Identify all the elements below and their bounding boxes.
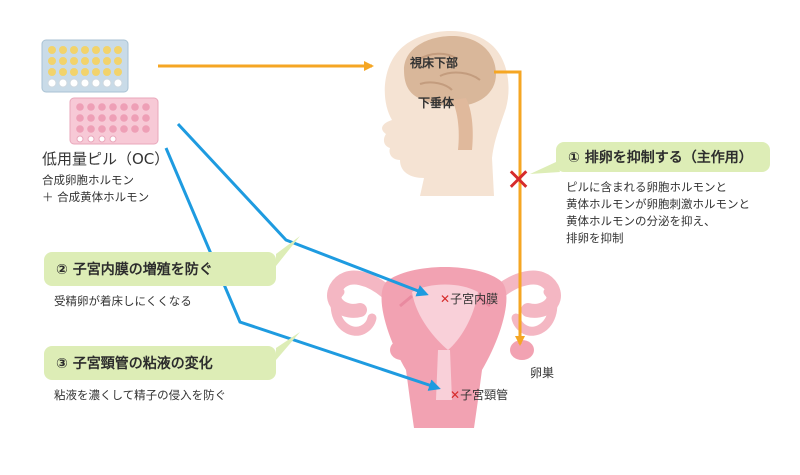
label-cervix: ✕子宮頸管 xyxy=(450,388,508,403)
callout-ovulation-desc-1: ピルに含まれる卵胞ホルモンと xyxy=(566,180,727,194)
label-endometrium-text: 子宮内膜 xyxy=(450,292,499,306)
pill-line-2: ＋ 合成黄体ホルモン xyxy=(42,190,150,204)
pill-line-1: 合成卵胞ホルモン xyxy=(42,173,134,187)
x-icon-cervix: ✕ xyxy=(450,388,461,402)
label-endometrium: ✕子宮内膜 xyxy=(440,292,498,307)
callout-ovulation: ① 排卵を抑制する（主作用） xyxy=(556,142,770,172)
x-icon-endometrium: ✕ xyxy=(440,292,451,306)
block-x-icon: ✕ xyxy=(506,163,532,198)
callout-ovulation-desc-2: 黄体ホルモンが卵胞刺激ホルモンと xyxy=(566,197,750,211)
callout-cervix: ③ 子宮頸管の粘液の変化 xyxy=(44,346,276,380)
callout-endometrium-desc: 受精卵が着床しにくくなる xyxy=(54,294,192,308)
arrow-pill-to-endometrium xyxy=(176,122,429,297)
callout-cervix-desc: 粘液を濃くして精子の侵入を防ぐ xyxy=(54,388,227,402)
callout-2-tail xyxy=(276,236,300,266)
callout-endometrium-title: ② 子宮内膜の増殖を防ぐ xyxy=(56,262,213,278)
label-ovary: 卵巣 xyxy=(530,366,555,380)
callout-3-tail xyxy=(276,332,300,360)
pill-pack-yellow xyxy=(41,39,129,93)
callout-ovulation-desc-4: 排卵を抑制 xyxy=(566,231,624,245)
arrow-pill-to-cervix xyxy=(164,147,441,391)
pill-pack-pink xyxy=(69,97,159,145)
arrow-brain-to-ovary xyxy=(494,70,525,346)
label-cervix-text: 子宮頸管 xyxy=(460,388,509,402)
callout-ovulation-desc-3: 黄体ホルモンの分泌を抑え、 xyxy=(566,214,716,228)
callout-endometrium: ② 子宮内膜の増殖を防ぐ xyxy=(44,252,276,286)
callout-ovulation-title: ① 排卵を抑制する（主作用） xyxy=(568,150,753,166)
brainstem-icon xyxy=(452,98,473,150)
head-illustration xyxy=(382,31,509,197)
brain-icon xyxy=(404,36,496,106)
label-pituitary: 下垂体 xyxy=(418,96,455,110)
label-hypothalamus: 視床下部 xyxy=(410,56,459,70)
pill-title: 低用量ピル（OC） xyxy=(42,150,170,168)
callout-1-tail xyxy=(530,162,560,174)
callout-cervix-title: ③ 子宮頸管の粘液の変化 xyxy=(56,356,213,372)
